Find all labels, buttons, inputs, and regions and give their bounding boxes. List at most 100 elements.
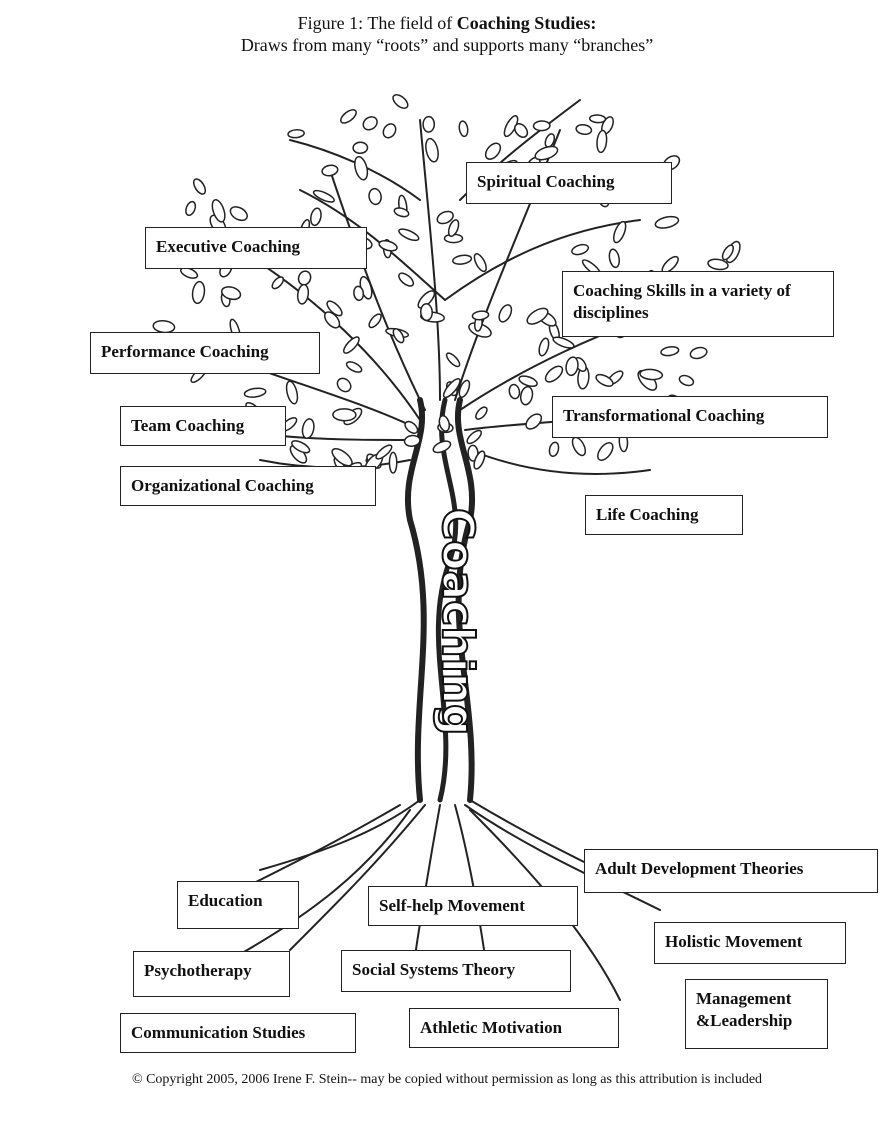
leaf-shape bbox=[484, 142, 502, 160]
leaf-shape bbox=[458, 120, 469, 138]
leaf-shape bbox=[296, 283, 310, 305]
figure-title: Figure 1: The field of Coaching Studies:… bbox=[0, 12, 894, 56]
branch-life-coaching: Life Coaching bbox=[585, 495, 743, 535]
leaf-shape bbox=[392, 328, 405, 344]
leaf-shape bbox=[660, 346, 680, 357]
leaf-shape bbox=[438, 414, 451, 432]
leaf-shape bbox=[432, 440, 452, 454]
leaf-shape bbox=[575, 123, 593, 136]
leaf-shape bbox=[548, 441, 560, 458]
leaf-shape bbox=[353, 285, 365, 302]
leaf-shape bbox=[534, 145, 559, 161]
branch-team-coaching: Team Coaching bbox=[120, 406, 286, 446]
branch-organizational-coaching: Organizational Coaching bbox=[120, 466, 376, 506]
leaf-shape bbox=[639, 368, 664, 381]
leaf-shape bbox=[191, 280, 206, 305]
branch-performance-coaching: Performance Coaching bbox=[90, 332, 320, 374]
leaf-shape bbox=[571, 243, 590, 256]
leaf-shape bbox=[508, 383, 521, 400]
leaf-shape bbox=[382, 123, 397, 139]
leaf-shape bbox=[565, 356, 579, 377]
leaf-shape bbox=[552, 336, 575, 349]
leaf-shape bbox=[271, 276, 285, 290]
title-line: Figure 1: The field of Coaching Studies: bbox=[0, 12, 894, 34]
leaf-shape bbox=[180, 267, 199, 279]
leaf-shape bbox=[192, 178, 207, 195]
leaf-shape bbox=[354, 155, 369, 181]
branch-executive-coaching: Executive Coaching bbox=[145, 227, 367, 269]
branch-coaching-skills: Coaching Skills in a variety of discipli… bbox=[562, 271, 834, 337]
leaf-shape bbox=[352, 141, 369, 155]
leaf-shape bbox=[473, 253, 487, 273]
leaf-shape bbox=[393, 207, 410, 218]
leaf-shape bbox=[301, 418, 315, 440]
leaf-shape bbox=[323, 311, 341, 329]
title-prefix: Figure 1: The field of bbox=[297, 13, 457, 33]
leaf-shape bbox=[595, 373, 614, 387]
leaf-shape bbox=[475, 406, 488, 420]
leaf-shape bbox=[243, 387, 267, 398]
leaf-shape bbox=[403, 434, 421, 447]
leaf-shape bbox=[597, 442, 614, 461]
leaf-shape bbox=[343, 336, 360, 354]
title-bold: Coaching Studies: bbox=[456, 13, 597, 33]
leaf-shape bbox=[417, 290, 436, 309]
leaf-shape bbox=[392, 94, 409, 109]
branch-spiritual-coaching: Spiritual Coaching bbox=[466, 162, 672, 204]
branch-transformational-coaching: Transformational Coaching bbox=[552, 396, 828, 438]
leaf-shape bbox=[498, 304, 513, 323]
leaf-shape bbox=[707, 258, 729, 271]
leaf-shape bbox=[447, 219, 460, 238]
leaf-shape bbox=[326, 300, 343, 317]
leaf-shape bbox=[185, 200, 197, 217]
leaf-shape bbox=[689, 346, 708, 360]
root-self-help-movement: Self-help Movement bbox=[368, 886, 578, 926]
leaf-shape bbox=[518, 375, 538, 388]
leaf-shape bbox=[420, 303, 433, 322]
leaf-shape bbox=[473, 450, 486, 470]
leaf-shape bbox=[398, 228, 420, 242]
leaf-shape bbox=[375, 444, 393, 460]
leaf-shape bbox=[398, 272, 415, 287]
leaf-shape bbox=[345, 361, 363, 373]
leaf-shape bbox=[471, 310, 490, 321]
leaf-shape bbox=[287, 129, 305, 139]
root-education: Education bbox=[177, 881, 299, 929]
leaf-shape bbox=[331, 447, 353, 467]
leaf-shape bbox=[588, 114, 607, 124]
leaf-shape bbox=[229, 206, 248, 222]
root-athletic-motivation: Athletic Motivation bbox=[409, 1008, 619, 1048]
root-management-leadership: Management &Leadership bbox=[685, 979, 828, 1049]
leaf-shape bbox=[532, 120, 551, 132]
root-adult-development-theories: Adult Development Theories bbox=[584, 849, 878, 893]
root-holistic-movement: Holistic Movement bbox=[654, 922, 846, 964]
leaf-shape bbox=[336, 377, 352, 393]
leaf-shape bbox=[378, 240, 398, 252]
leaf-shape bbox=[291, 440, 311, 454]
leaf-shape bbox=[514, 123, 529, 138]
leaf-shape bbox=[321, 164, 339, 177]
leaf-shape bbox=[538, 337, 550, 357]
copyright-notice: © Copyright 2005, 2006 Irene F. Stein-- … bbox=[131, 1072, 763, 1087]
leaf-shape bbox=[285, 380, 299, 405]
leaf-shape bbox=[596, 129, 608, 154]
leaf-shape bbox=[388, 451, 398, 474]
leaf-shape bbox=[458, 379, 471, 398]
leaf-shape bbox=[220, 286, 242, 301]
leaf-shape bbox=[526, 307, 549, 325]
root-communication-studies: Communication Studies bbox=[120, 1013, 356, 1053]
root-social-systems-theory: Social Systems Theory bbox=[341, 950, 571, 992]
leaf-shape bbox=[445, 352, 461, 368]
leaf-shape bbox=[721, 244, 734, 261]
leaf-shape bbox=[571, 436, 587, 457]
leaf-shape bbox=[368, 313, 382, 329]
leaf-shape bbox=[404, 420, 419, 434]
root-psychotherapy: Psychotherapy bbox=[133, 951, 290, 997]
leaf-shape bbox=[525, 413, 543, 430]
leaf-shape bbox=[312, 189, 335, 203]
trunk-label: Coaching bbox=[431, 507, 484, 737]
title-subtitle: Draws from many “roots” and supports man… bbox=[240, 35, 654, 55]
leaf-shape bbox=[452, 254, 473, 265]
leaf-shape bbox=[612, 220, 627, 244]
leaf-shape bbox=[442, 378, 461, 399]
